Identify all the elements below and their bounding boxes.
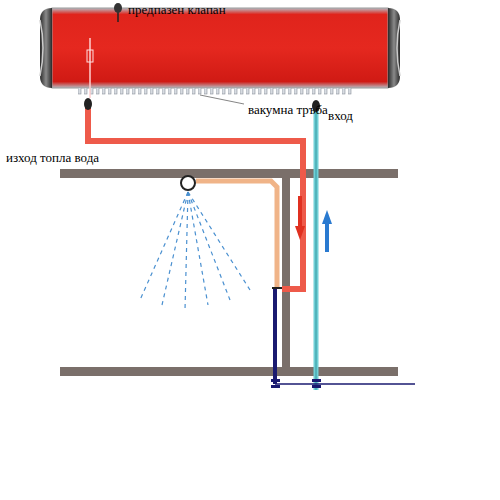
cold-inlet-pipe <box>314 104 319 390</box>
tank-end-cap <box>388 8 400 88</box>
flow-arrow <box>295 226 305 240</box>
part-label: вакумна тръба <box>248 102 328 117</box>
vacuum-tube-stubs <box>78 88 354 98</box>
cap-highlight <box>40 20 43 76</box>
flow-arrow <box>325 222 329 252</box>
heating-element <box>89 38 91 98</box>
part-label: предпазен клапан <box>128 2 226 17</box>
spray-line <box>188 192 250 290</box>
spray-line <box>188 192 230 300</box>
wall <box>282 178 290 367</box>
floor-slab <box>60 367 398 376</box>
pipe-fitting <box>271 385 280 388</box>
pipe-fitting <box>312 379 321 382</box>
pipe-fitting <box>312 385 321 388</box>
water-tank <box>52 8 388 88</box>
spray-line <box>188 192 208 305</box>
spray-line <box>162 192 188 305</box>
flow-arrow <box>298 196 302 228</box>
cold-branch-pipe <box>273 288 277 384</box>
safety-valve <box>114 3 122 13</box>
mains-pipe <box>275 383 415 385</box>
water-spray <box>140 192 250 310</box>
hot-water-pipe <box>88 100 303 289</box>
outlet-fitting <box>84 98 92 110</box>
spray-line <box>185 192 188 310</box>
shower-head <box>181 176 195 190</box>
part-label: изход топла вода <box>6 150 99 165</box>
part-label: вход <box>328 108 353 123</box>
mixer-valve <box>272 287 282 289</box>
cap-highlight <box>397 20 400 76</box>
leader-line <box>200 95 244 104</box>
heating-element <box>87 50 93 62</box>
cold-inlet-pipe <box>316 104 317 390</box>
spray-line <box>140 192 188 300</box>
flow-arrow <box>322 210 332 224</box>
shower-pipe <box>196 181 277 288</box>
tank-end-cap <box>40 8 52 88</box>
pipe-fitting <box>271 379 280 382</box>
ceiling-slab <box>60 169 398 178</box>
